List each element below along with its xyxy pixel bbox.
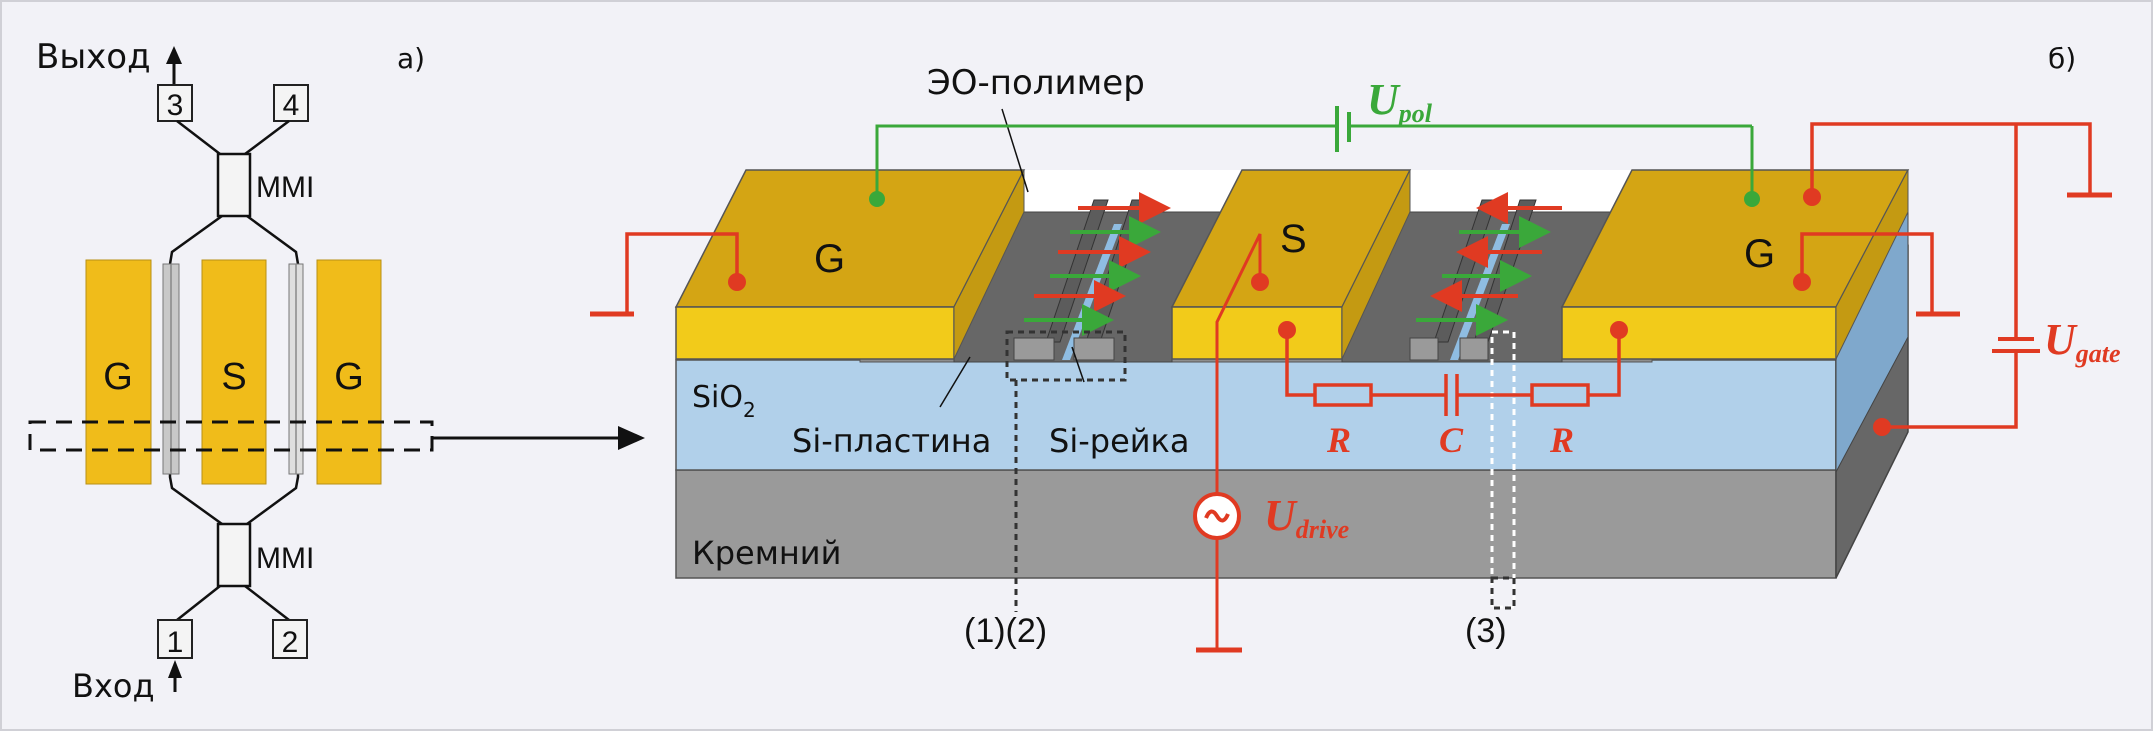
svg-text:G: G xyxy=(334,356,364,398)
electrode-g-right-3d: G xyxy=(1560,169,1910,360)
u-gate-label: Ugate xyxy=(2044,315,2121,368)
marker-box-3 xyxy=(1490,330,1516,609)
electrode-g-right: G xyxy=(316,259,382,485)
svg-text:G: G xyxy=(814,237,845,281)
mmi-bottom xyxy=(216,522,252,588)
silicon-label: Кремний xyxy=(692,534,841,572)
silicon-substrate xyxy=(675,469,1837,579)
mmi-top xyxy=(216,152,252,218)
waveguide-bottom-ports xyxy=(176,585,290,621)
panel-b-label: б) xyxy=(2048,42,2076,75)
battery-icon xyxy=(1335,106,1351,152)
input-label: Вход xyxy=(72,667,155,705)
port-4: 4 xyxy=(273,84,309,122)
svg-text:1: 1 xyxy=(167,626,184,659)
polarization-contact-left xyxy=(869,191,885,207)
si-rail-leader xyxy=(1071,346,1085,383)
cross-section-box xyxy=(28,420,434,452)
si-plate-label: Si-пластина xyxy=(792,422,991,460)
resistor-right-label: R xyxy=(1549,420,1574,460)
polarization-circuit: Upol xyxy=(869,75,1760,207)
marker-12-label: (1)(2) xyxy=(964,612,1047,650)
svg-text:2: 2 xyxy=(282,626,299,659)
marker-box-3-tail xyxy=(1490,576,1516,610)
output-label: Выход xyxy=(36,37,151,77)
input-arrow-icon xyxy=(168,660,182,692)
svg-text:S: S xyxy=(221,356,246,398)
gate-circuit: Ugate xyxy=(1803,122,2121,436)
si-plate-leader xyxy=(939,356,971,408)
field-arrows-left xyxy=(1024,192,1171,336)
port-2: 2 xyxy=(272,619,308,659)
si-rail-label-visible: Si-рейка xyxy=(1049,422,1189,460)
port-3: 3 xyxy=(157,84,193,122)
capacitor-label: C xyxy=(1439,420,1464,460)
resistor-left-label: R xyxy=(1326,420,1351,460)
field-arrows-right xyxy=(1416,192,1562,336)
panel-b: б) xyxy=(590,42,2121,653)
electrode-s-3d: S xyxy=(1170,169,1412,360)
panel-a-label: а) xyxy=(397,42,425,75)
sio2-label: SiO2 xyxy=(692,380,756,422)
output-arrow-icon xyxy=(166,46,182,84)
panel-a: Выход а) 3 4 MMI G S xyxy=(28,37,645,705)
gate-capacitor-icon xyxy=(1992,337,2040,353)
ground-left-g xyxy=(590,232,746,317)
u-drive-label: Udrive xyxy=(1264,491,1349,544)
drive-circuit: Udrive xyxy=(1193,233,1349,653)
sio2-layer xyxy=(675,359,1837,471)
electrode-g-left: G xyxy=(85,259,152,485)
ground-right-g-lower xyxy=(1793,232,1960,317)
svg-text:3: 3 xyxy=(167,89,184,122)
phase-shifter-left xyxy=(162,263,180,475)
rc-circuit: R C R xyxy=(1278,321,1628,460)
u-pol-label: Upol xyxy=(1367,75,1433,128)
svg-text:4: 4 xyxy=(283,89,300,122)
marker-3-label: (3) xyxy=(1465,612,1507,650)
electrode-s: S xyxy=(201,259,267,485)
eo-polymer-leader xyxy=(1001,108,1029,193)
polarization-contact-right xyxy=(1744,191,1760,207)
marker-box-12 xyxy=(1005,330,1127,382)
mmi-bottom-label: MMI xyxy=(256,542,314,575)
svg-text:G: G xyxy=(1744,232,1775,276)
waveguide-top-ports xyxy=(176,120,290,155)
port-1: 1 xyxy=(157,619,193,659)
mmi-top-label: MMI xyxy=(256,171,314,204)
phase-shifter-right xyxy=(288,263,304,475)
eo-polymer-label: ЭО-полимер xyxy=(927,63,1145,103)
svg-text:G: G xyxy=(103,356,133,398)
electrode-g-left-3d: G xyxy=(674,169,1026,360)
svg-text:S: S xyxy=(1280,217,1307,261)
